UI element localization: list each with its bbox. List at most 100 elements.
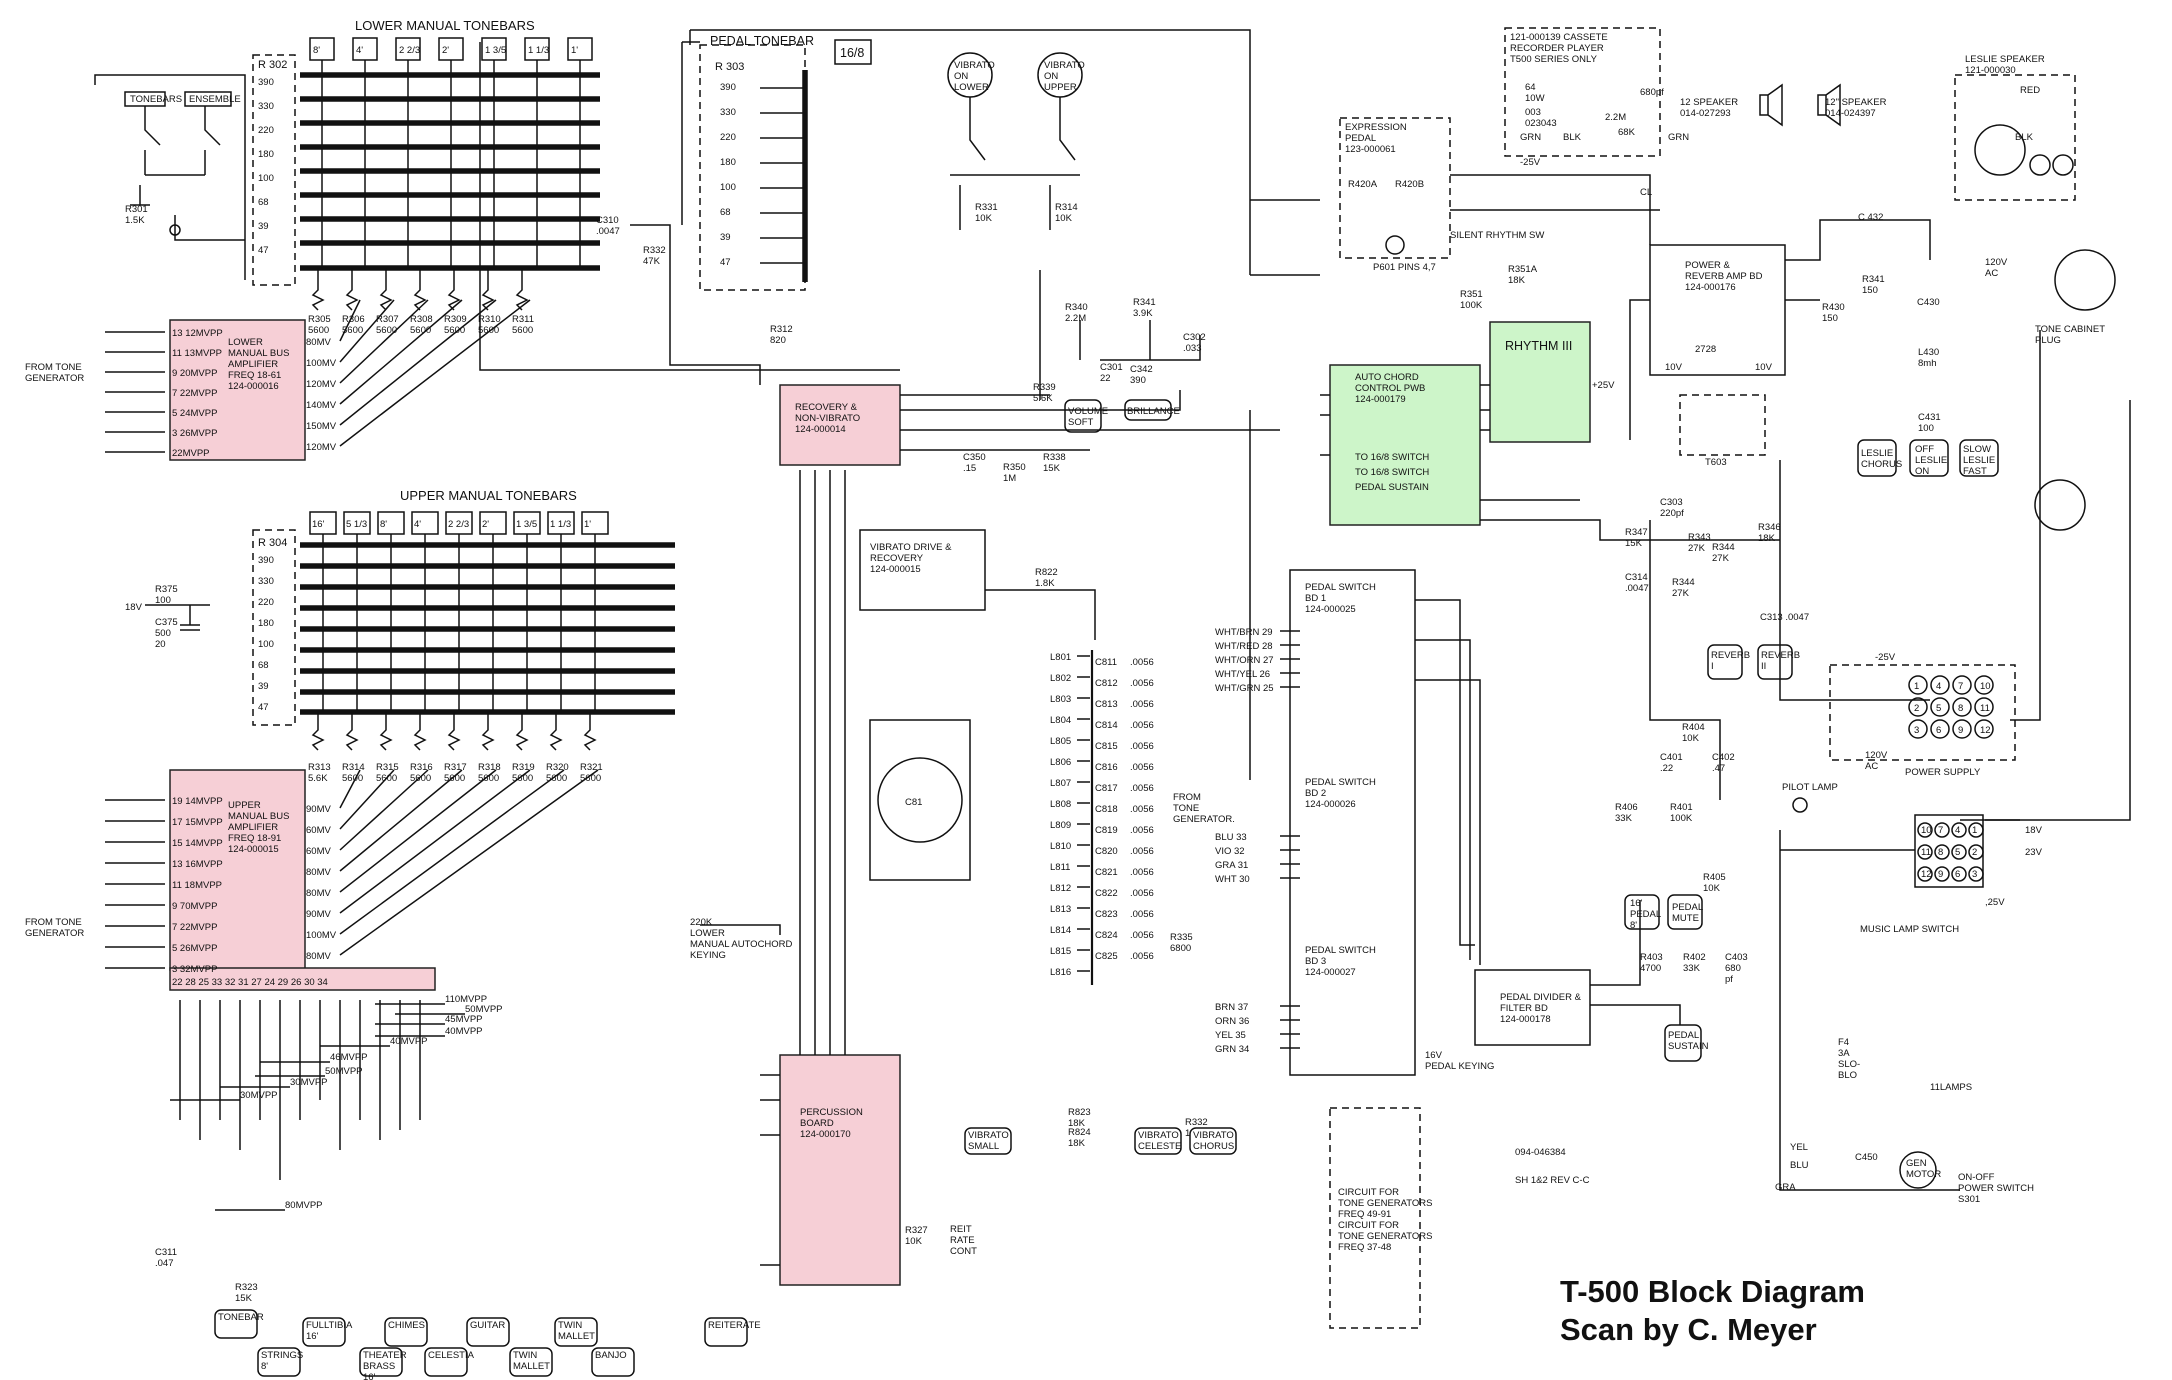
delay-capacitor: C823	[1095, 909, 1118, 920]
percussion-level: 50MVPP	[325, 1066, 363, 1077]
delay-cap-value: .0056	[1130, 867, 1154, 878]
pilot-pin-label: 9	[1938, 869, 1943, 880]
percussion-level: 30MVPP	[240, 1090, 278, 1101]
strings-tab-switch[interactable]	[257, 1347, 301, 1377]
upper-amp-output: 80MV	[306, 951, 331, 962]
drawing-number: 094-046384	[1515, 1147, 1566, 1158]
delay-capacitor: C812	[1095, 678, 1118, 689]
pilot-pin-label: 7	[1938, 825, 1943, 836]
c401-label: C401.22	[1660, 752, 1683, 774]
lower-manual-bus-amplifier	[169, 319, 306, 461]
power-pin-label: 8	[1958, 703, 1963, 714]
upper-amp-output: 80MV	[306, 867, 331, 878]
percussion-level: 45MVPP	[445, 1014, 483, 1025]
c311-label: C311.047	[155, 1247, 177, 1269]
theater-brass-tab-switch[interactable]	[359, 1347, 403, 1377]
pilot-pin	[1951, 866, 1967, 882]
leslie-motor-icon	[2029, 154, 2051, 176]
reverb-2-switch[interactable]	[1757, 644, 1793, 680]
delay-cap-value: .0056	[1130, 762, 1154, 773]
tonebar-tab-switch[interactable]	[214, 1309, 258, 1339]
lower-amp-output: 80MV	[306, 337, 331, 348]
music-lamp-label: MUSIC LAMP SWITCH	[1860, 924, 1959, 935]
vibrato-chorus-switch[interactable]	[1189, 1127, 1237, 1155]
volume-soft-switch[interactable]	[1064, 399, 1102, 433]
delay-capacitor: C814	[1095, 720, 1118, 731]
pedal-sustain-switch[interactable]	[1664, 1024, 1702, 1062]
banjo-tab-switch[interactable]	[591, 1347, 635, 1377]
power-pin	[1930, 675, 1950, 695]
power-pin-label: 7	[1958, 681, 1963, 692]
scanner-label: C81	[905, 797, 922, 808]
power-pin	[1952, 719, 1972, 739]
rhythm-title: RHYTHM III	[1505, 339, 1572, 353]
r303-value: 100	[720, 182, 736, 193]
twin-mallet-tab-switch[interactable]	[509, 1347, 553, 1377]
upper-footage-label: 1'	[584, 519, 591, 530]
chimes-tab-switch[interactable]	[384, 1317, 428, 1347]
lower-amp-input: 5 24MVPP	[172, 408, 217, 419]
delay-inductor: L813	[1050, 904, 1071, 915]
r68k-label: 68K	[1618, 127, 1636, 138]
twin-mallet-tab-switch[interactable]	[554, 1317, 598, 1347]
c450-label: C450	[1855, 1152, 1878, 1163]
vibrato-small-switch[interactable]	[964, 1127, 1012, 1155]
lower-amp-input: 9 20MVPP	[172, 368, 217, 379]
pedal-footage-box[interactable]	[834, 39, 872, 65]
pilot-pin	[1934, 822, 1950, 838]
off-leslie-switch[interactable]	[1909, 439, 1949, 477]
fulltibia-tab-switch[interactable]	[302, 1317, 346, 1347]
pedal-mute-switch[interactable]	[1667, 894, 1703, 930]
pilot-lamp-label: PILOT LAMP	[1782, 782, 1838, 793]
vibrato-celeste-switch[interactable]	[1134, 1127, 1182, 1155]
sheet-ref: SH 1&2 REV C-C	[1515, 1175, 1590, 1186]
auto-chord-control-pwb	[1329, 364, 1481, 526]
delay-cap-value: .0056	[1130, 741, 1154, 752]
delay-cap-value: .0056	[1130, 804, 1154, 815]
reverb-1-switch[interactable]	[1707, 644, 1743, 680]
pedal-wire-label: WHT/YEL 26	[1215, 669, 1270, 680]
delay-capacitor: C817	[1095, 783, 1118, 794]
reiterate-tab-switch[interactable]	[704, 1317, 748, 1347]
percussion-board	[779, 1054, 901, 1286]
power-pin	[1974, 675, 1994, 695]
celestia-tab-switch[interactable]	[424, 1347, 468, 1377]
delay-inductor: L814	[1050, 925, 1071, 936]
r303-value: 47	[720, 257, 731, 268]
pedal-16-switch[interactable]	[1624, 894, 1660, 930]
leslie-chorus-switch[interactable]	[1857, 439, 1897, 477]
slow-leslie-switch[interactable]	[1959, 439, 1999, 477]
guitar-tab-switch[interactable]	[466, 1317, 510, 1347]
v25-top-label: -25V	[1520, 157, 1541, 168]
delay-cap-value: .0056	[1130, 951, 1154, 962]
ensemble-switch[interactable]	[184, 91, 232, 107]
